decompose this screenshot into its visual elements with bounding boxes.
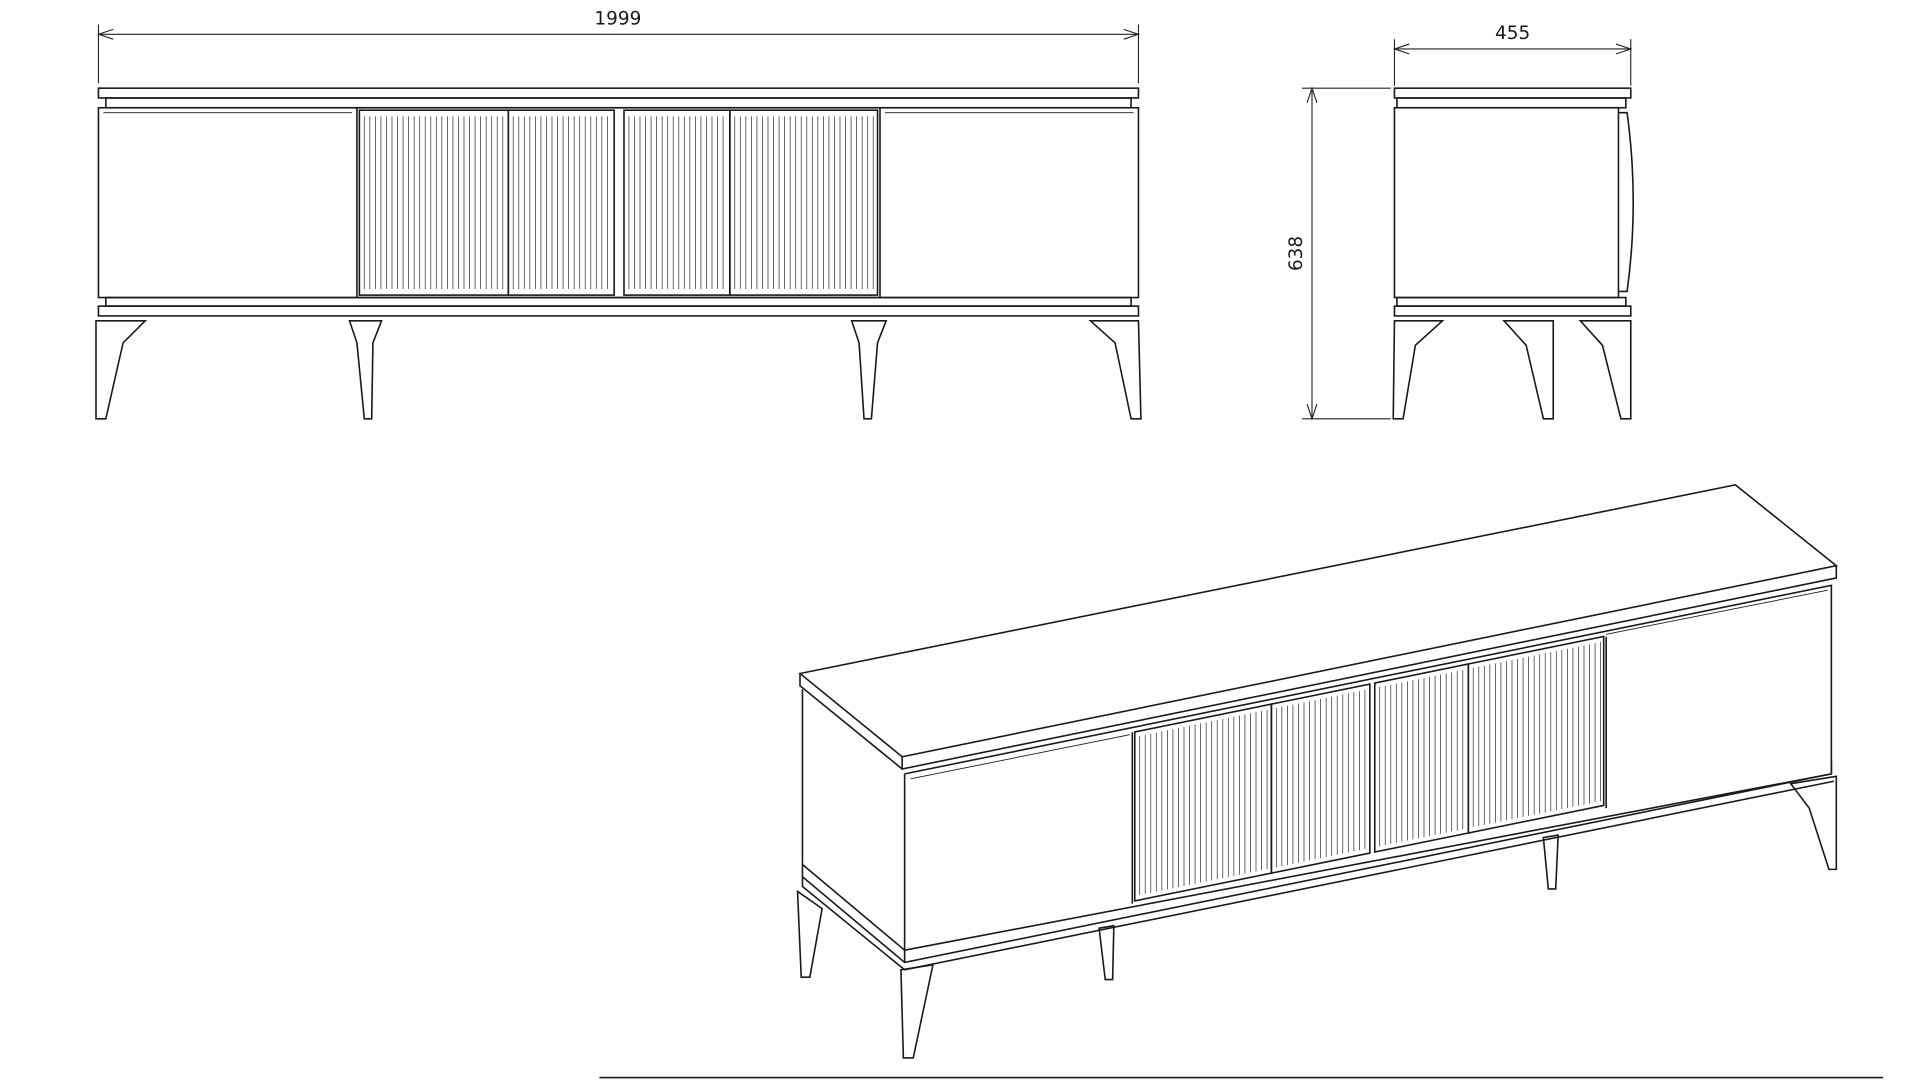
iso-top [798, 484, 1839, 758]
iso-plinth [801, 761, 1835, 971]
iso-legs [796, 775, 1838, 1059]
iso-left-side [801, 689, 906, 952]
fluted-panel [729, 109, 879, 296]
side-view: 455 638 [1286, 23, 1635, 421]
side-legs [1392, 320, 1632, 420]
depth-label: 455 [1495, 23, 1530, 44]
iso-fluted-panel [1467, 635, 1605, 834]
front-top-band [105, 97, 1132, 109]
iso-front [904, 584, 1833, 951]
depth-dimension: 455 [1392, 23, 1633, 86]
fluted-panel [507, 109, 615, 296]
height-dimension: 638 [1286, 86, 1391, 421]
iso-fluted-panel [1133, 703, 1273, 902]
iso-fluted-panel [1270, 683, 1371, 875]
fluted-doors [358, 109, 879, 296]
side-body [1393, 106, 1620, 299]
iso-fluted-doors [1133, 635, 1605, 902]
front-body [97, 106, 1140, 299]
front-legs [95, 320, 1142, 420]
width-label: 1999 [594, 9, 641, 30]
height-label: 638 [1286, 236, 1307, 271]
iso-fluted-panel [1373, 663, 1470, 854]
width-dimension: 1999 [96, 9, 1141, 84]
isometric-view [599, 484, 1884, 1079]
front-plinth [105, 296, 1132, 307]
front-view: 1999 [95, 9, 1142, 420]
front-top-slab [97, 87, 1140, 99]
